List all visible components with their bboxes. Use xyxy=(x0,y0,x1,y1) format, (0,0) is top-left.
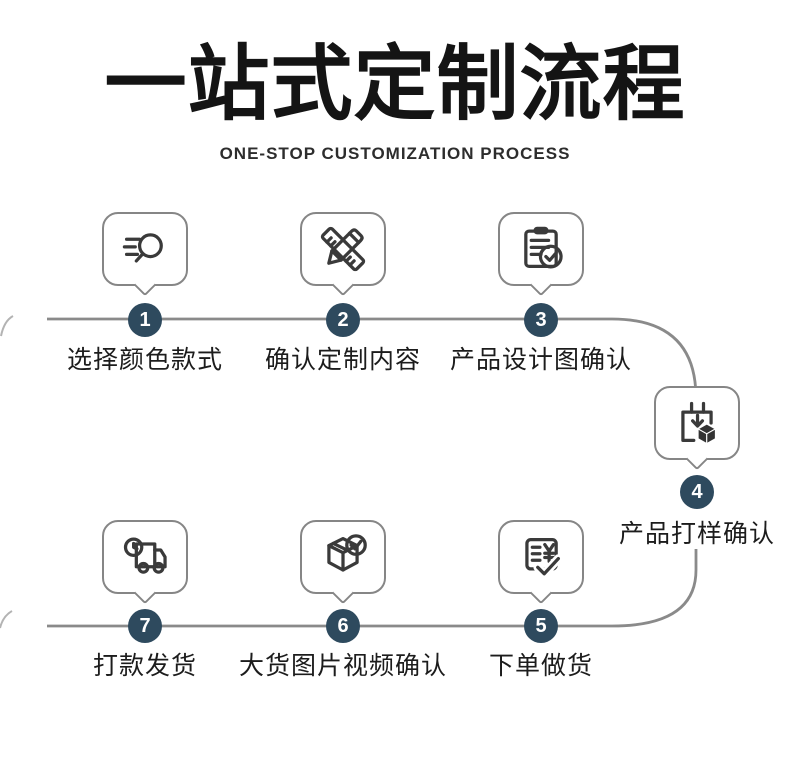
order-invoice-icon xyxy=(525,538,563,579)
step-2-number: 2 xyxy=(326,303,360,337)
step-6-number: 6 xyxy=(326,609,360,643)
clipboard-check-icon xyxy=(524,226,563,269)
step-3-label: 产品设计图确认 xyxy=(449,346,633,374)
package-check-icon xyxy=(327,534,367,572)
step-1-label: 选择颜色款式 xyxy=(66,346,224,374)
delivery-truck-icon xyxy=(123,537,167,574)
page-title: 一站式定制流程 xyxy=(104,39,686,130)
step-7-label: 打款发货 xyxy=(92,652,198,680)
step-5-number: 5 xyxy=(524,609,558,643)
search-icon xyxy=(122,233,163,263)
step-3-icon-bubble xyxy=(498,212,584,286)
step-1-number: 1 xyxy=(128,303,162,337)
step-4-icon-bubble xyxy=(654,386,740,460)
step-5-label: 下单做货 xyxy=(488,652,594,680)
pencil-ruler-icon xyxy=(320,226,366,272)
step-4-number: 4 xyxy=(680,475,714,509)
step-1-icon-bubble xyxy=(102,212,188,286)
step-7-number: 7 xyxy=(128,609,162,643)
step-3-number: 3 xyxy=(524,303,558,337)
step-6-label: 大货图片视频确认 xyxy=(238,652,448,680)
page-subtitle: ONE-STOP CUSTOMIZATION PROCESS xyxy=(219,144,571,163)
step-7-icon-bubble xyxy=(102,520,188,594)
step-6-icon-bubble xyxy=(300,520,386,594)
step-2-icon-bubble xyxy=(300,212,386,286)
step-2-label: 确认定制内容 xyxy=(264,346,422,374)
sample-box-icon xyxy=(681,401,717,445)
step-4-label: 产品打样确认 xyxy=(618,520,776,548)
step-5-icon-bubble xyxy=(498,520,584,594)
